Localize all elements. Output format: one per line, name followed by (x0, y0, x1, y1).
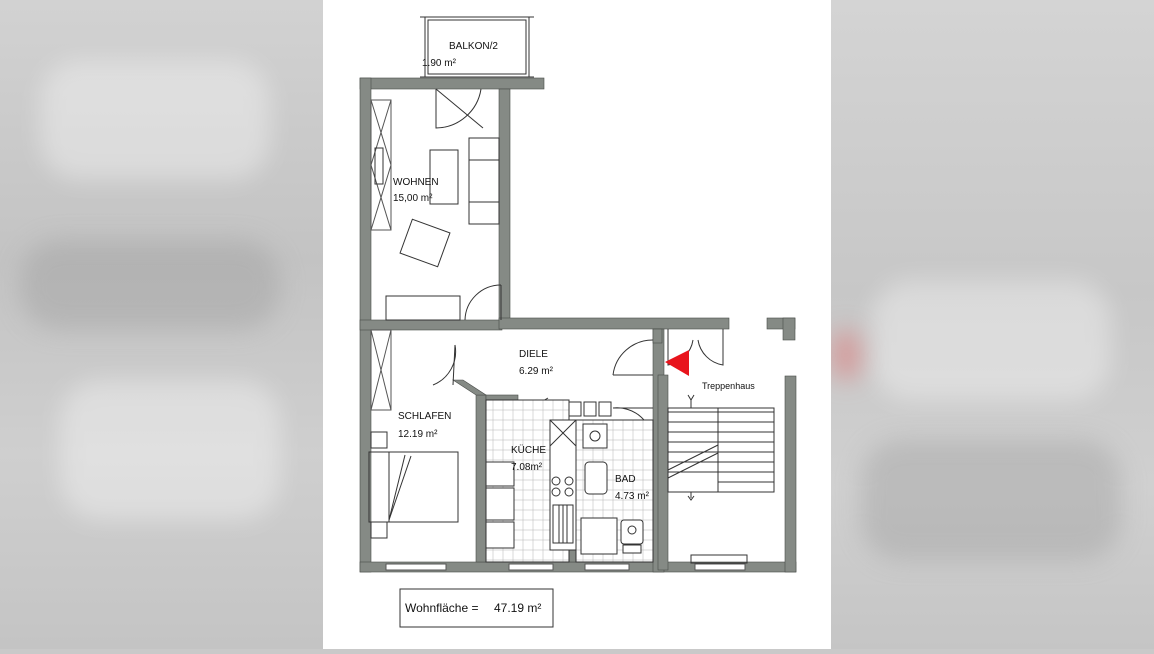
balcony-label: BALKON/2 (449, 41, 498, 52)
bedroom-furniture (368, 431, 459, 539)
blurred-background-right (831, 0, 1154, 649)
hall-area: 6.29 m² (519, 366, 554, 377)
bedroom-label: SCHLAFEN (398, 411, 451, 422)
staircase (667, 394, 775, 564)
floor-plan-canvas: BALKON/2 1.90 m² WOHNEN 15,00 m² DIELE 6… (323, 0, 831, 649)
floor-plan: BALKON/2 1.90 m² WOHNEN 15,00 m² DIELE 6… (359, 16, 797, 628)
total-area-value: 47.19 m² (494, 601, 541, 615)
bedroom-area: 12.19 m² (398, 429, 438, 440)
living-room-area: 15,00 m² (393, 193, 433, 204)
bathroom-area: 4.73 m² (615, 491, 650, 502)
living-room-furniture (374, 137, 500, 321)
kitchen-area: 7.08m² (511, 462, 543, 473)
blurred-background-left (0, 0, 323, 649)
total-area-box: Wohnfläche = 47.19 m² (399, 588, 554, 628)
red-triangle-icon (665, 350, 689, 376)
windows (370, 99, 746, 571)
total-area-label: Wohnfläche = (405, 601, 479, 615)
kitchen-label: KÜCHE (511, 444, 546, 456)
bathroom-label: BAD (615, 474, 636, 485)
living-room-label: WOHNEN (393, 177, 439, 188)
hall-label: DIELE (519, 349, 548, 360)
kitchen-fixtures (485, 399, 612, 563)
bathroom-fixtures (575, 419, 654, 563)
balcony (420, 16, 534, 78)
balcony-area: 1.90 m² (422, 58, 457, 69)
stairwell-label: Treppenhaus (702, 381, 755, 391)
